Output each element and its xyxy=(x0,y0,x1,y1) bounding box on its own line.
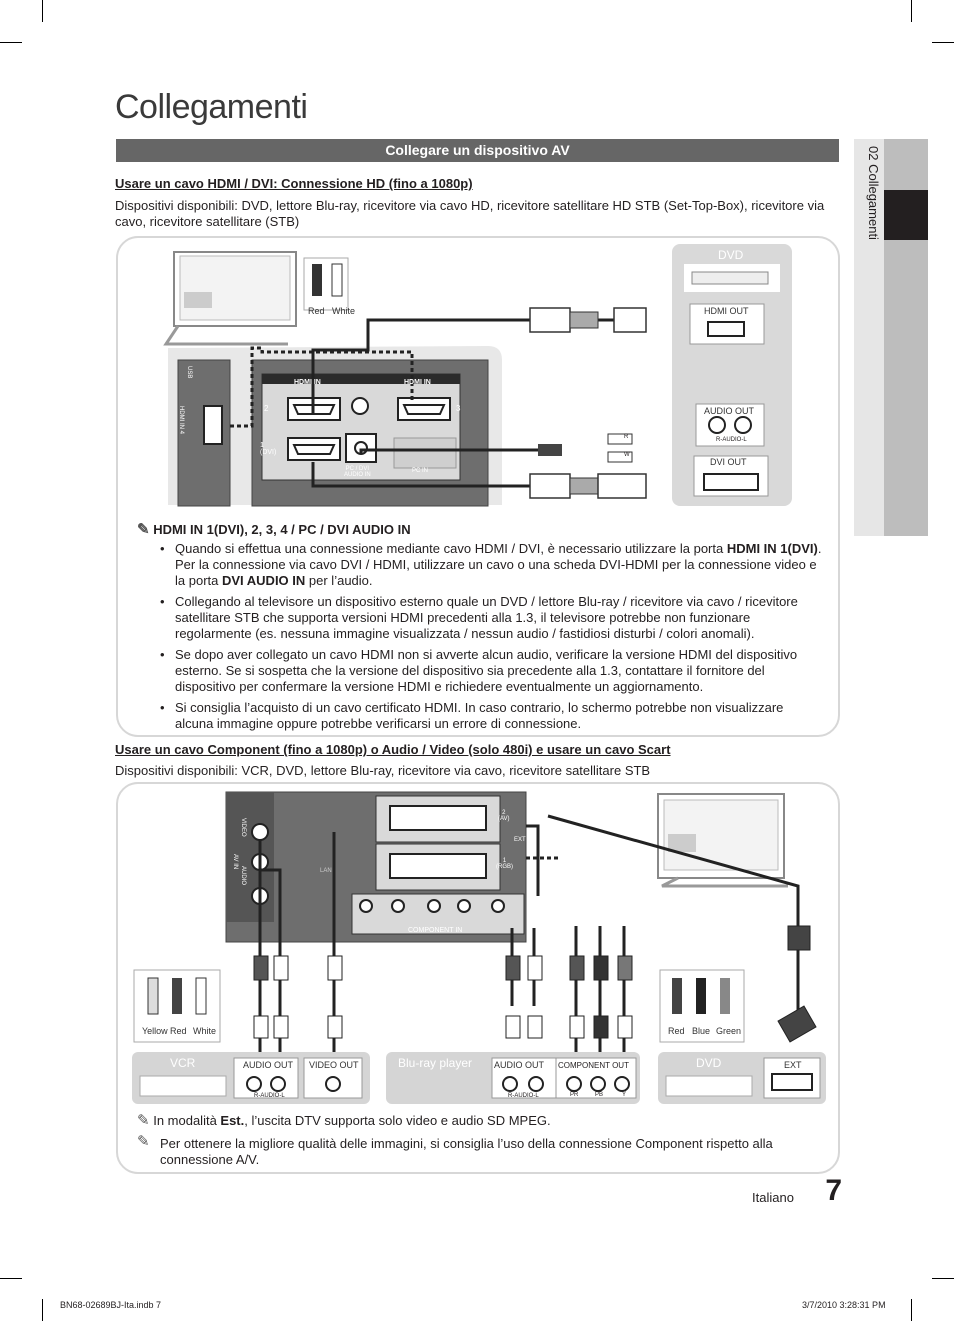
chapter-tab-marker xyxy=(884,190,928,240)
vcr-video-out-label: VIDEO OUT xyxy=(309,1060,359,1070)
legend-red: Red xyxy=(170,1026,187,1036)
section1-heading: Usare un cavo HDMI / DVI: Connessione HD… xyxy=(115,176,473,191)
note-pencil-icon: ✎ xyxy=(137,521,150,538)
bullet-item: Si consiglia l’acquisto di un cavo certi… xyxy=(158,700,822,732)
note-bold: Est. xyxy=(220,1113,245,1128)
crop-mark xyxy=(911,0,912,22)
crop-mark xyxy=(932,42,954,43)
scart-2-label: 2 (AV) xyxy=(498,810,510,822)
dvi-out-label: DVI OUT xyxy=(710,457,747,467)
audio-label: AUDIO xyxy=(240,866,246,886)
av-in-label: AV IN xyxy=(232,854,238,870)
usb-label: USB xyxy=(186,366,192,379)
note-text: , l’uscita DTV supporta solo video e aud… xyxy=(244,1113,551,1128)
bluray-r-audio-l-label: R-AUDIO-L xyxy=(508,1093,539,1099)
bluray-label: Blu-ray player xyxy=(398,1056,473,1070)
bluray-audio-out-label: AUDIO OUT xyxy=(494,1060,545,1070)
vcr-label: VCR xyxy=(170,1056,196,1070)
footer-file: BN68-02689BJ-Ita.indb 7 xyxy=(60,1300,162,1310)
plug-r-label: R xyxy=(624,434,629,440)
hdmi-in-4-label: HDMI IN 4 xyxy=(178,406,184,435)
bullet-text: per l’audio. xyxy=(305,573,373,588)
bullet-item: Quando si effettua una connessione media… xyxy=(158,541,822,589)
crop-mark xyxy=(0,1278,22,1279)
port-3-label: 3 xyxy=(456,404,461,413)
hdmi-out-label: HDMI OUT xyxy=(704,306,749,316)
hdmi-bullets: Quando si effettua una connessione media… xyxy=(158,541,822,737)
note-title: HDMI IN 1(DVI), 2, 3, 4 / PC / DVI AUDIO… xyxy=(153,522,411,537)
component-diagram xyxy=(132,791,826,1104)
bullet-bold: HDMI IN 1(DVI) xyxy=(726,541,818,556)
bullet-text: Quando si effettua una connessione media… xyxy=(175,541,727,556)
plug-w-label: W xyxy=(624,452,630,458)
crop-mark xyxy=(42,0,43,22)
chapter-tab-label: 02 Collegamenti xyxy=(866,146,881,240)
audio-out-label: AUDIO OUT xyxy=(704,406,755,416)
section2-devices: Dispositivi disponibili: VCR, DVD, letto… xyxy=(115,763,651,778)
note-component: Per ottenere la migliore qualità delle i… xyxy=(160,1136,773,1167)
note-est: ✎ In modalità Est., l’uscita DTV support… xyxy=(137,1113,817,1129)
dvd-ext-label: EXT xyxy=(784,1060,802,1070)
component-out-label: COMPONENT OUT xyxy=(558,1061,629,1070)
hdmi-diagram xyxy=(163,244,792,507)
legend-blue: Blue xyxy=(692,1026,711,1036)
section1-devices: Dispositivi disponibili: DVD, lettore Bl… xyxy=(115,198,825,229)
crop-mark xyxy=(42,1299,43,1321)
r-audio-l-label: R-AUDIO-L xyxy=(716,437,747,443)
language-label: Italiano xyxy=(752,1190,794,1205)
lan-label: LAN xyxy=(320,868,332,874)
section-banner: Collegare un dispositivo AV xyxy=(116,139,839,162)
legend-white: White xyxy=(332,306,356,316)
scart-ext-label: EXT xyxy=(514,837,526,843)
pr-label: PR xyxy=(570,1092,579,1098)
bullet-item: Se dopo aver collegato un cavo HDMI non … xyxy=(158,647,822,695)
note-heading: ✎ HDMI IN 1(DVI), 2, 3, 4 / PC / DVI AUD… xyxy=(137,520,411,538)
component-in-label: COMPONENT IN xyxy=(408,927,463,934)
crop-mark xyxy=(911,1299,912,1321)
legend-yellow: Yellow xyxy=(142,1026,168,1036)
footer-date: 3/7/2010 3:28:31 PM xyxy=(802,1300,886,1310)
hdmi-in-label: HDMI IN xyxy=(294,379,321,386)
legend-white: White xyxy=(193,1026,217,1036)
page-number: 7 xyxy=(825,1174,842,1207)
note-pencil-icon: ✎ xyxy=(137,1112,150,1129)
y-label: Y xyxy=(622,1092,627,1098)
section2-heading: Usare un cavo Component (fino a 1080p) o… xyxy=(115,742,671,757)
note-pencil-icon: ✎ xyxy=(137,1133,150,1150)
port-2-label: 2 xyxy=(264,404,269,413)
video-label: VIDEO xyxy=(240,818,246,837)
hdmi-in-label: HDMI IN xyxy=(404,379,431,386)
legend-red: Red xyxy=(668,1026,685,1036)
pc-dvi-audio-label: PC / DVI AUDIO IN xyxy=(344,466,371,478)
scart-1-label: 1 (RGB) xyxy=(496,858,513,870)
vcr-r-audio-l-label: R-AUDIO-L xyxy=(254,1093,285,1099)
legend-red: Red xyxy=(308,306,325,316)
pb-label: PB xyxy=(595,1092,604,1098)
bullet-text: . Per la connessione via cavo DVI / HDMI… xyxy=(175,541,822,588)
bullet-item: Collegando al televisore un dispositivo … xyxy=(158,594,822,642)
crop-mark xyxy=(0,42,22,43)
tv-icon xyxy=(163,251,297,346)
port-1-label: 1 (DVI) xyxy=(260,442,277,456)
vcr-audio-out-label: AUDIO OUT xyxy=(243,1060,294,1070)
crop-mark xyxy=(932,1278,954,1279)
dvd-label: DVD xyxy=(696,1056,722,1070)
dvd-title: DVD xyxy=(718,248,744,262)
pc-in-label: PC IN xyxy=(412,468,429,474)
page-title: Collegamenti xyxy=(115,88,308,126)
bullet-bold: DVI AUDIO IN xyxy=(221,573,306,588)
note-text: In modalità xyxy=(153,1113,221,1128)
legend-green: Green xyxy=(716,1026,742,1036)
